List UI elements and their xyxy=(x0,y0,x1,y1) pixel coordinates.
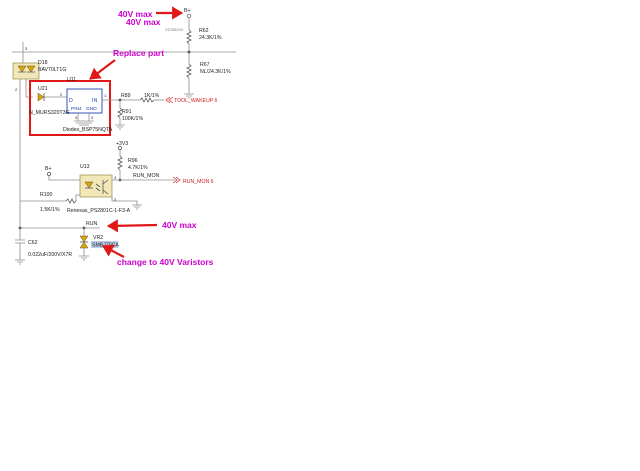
u13-body xyxy=(79,174,113,198)
u13-ground xyxy=(111,197,142,210)
arrow-vmax-run xyxy=(106,219,158,233)
replace-part-highlight-box xyxy=(29,80,111,136)
resistor-r96 xyxy=(117,155,123,171)
run-mon-port: RUN_MON 6 xyxy=(183,179,214,185)
v3v3-node: +3V3 xyxy=(116,141,128,150)
u21-pin2: 2 xyxy=(60,92,63,97)
u11-ground xyxy=(74,120,94,126)
d18-pin2: 2 xyxy=(15,87,18,92)
d18-ref: D18 xyxy=(38,60,48,66)
u13-part: Renesas_PS2801C-1-F3-A xyxy=(67,208,131,214)
d18-diode-b-icon xyxy=(26,65,36,73)
r62-ref: R62 xyxy=(199,28,209,34)
r67-ref: R67 xyxy=(200,62,210,68)
annotation-replace-part: Replace part xyxy=(113,48,164,58)
r62-pin-note: 23783249 xyxy=(165,27,184,32)
arrow-change-varistors xyxy=(102,244,125,258)
r100-ref: R100 xyxy=(40,192,53,198)
r96-ref: R96 xyxy=(128,158,138,164)
resistor-r89 xyxy=(139,97,155,103)
ground-vr2 xyxy=(79,248,89,261)
annotation-vmax-top-2: 40V max xyxy=(126,17,161,27)
u11-bottom-pins xyxy=(77,113,90,121)
bplus-top-label: B+ xyxy=(184,8,191,14)
u13-pin3: 3 xyxy=(114,197,117,202)
d18-part: BAV70LT1G xyxy=(38,67,66,73)
annotation-change-varistors: change to 40V Varistors xyxy=(117,257,214,267)
resistor-r62 xyxy=(186,29,192,45)
resistor-r67 xyxy=(186,63,192,79)
run-mon-port-icon xyxy=(172,176,181,184)
u11-part: Diodes_BSP75NQTA xyxy=(63,127,113,133)
r96-value: 4.7K/1% xyxy=(128,165,148,171)
d18-pin3: 3 xyxy=(25,46,28,51)
u13-light-icon xyxy=(95,183,101,192)
tool-wakeup-port: TOOL_WAKEUP 6 xyxy=(174,98,218,104)
wire-r100-u13 xyxy=(75,194,80,201)
u11-num-3: 3 xyxy=(91,115,94,120)
ground-r67 xyxy=(184,78,194,99)
r89-value: 1K/1% xyxy=(144,93,160,99)
vr2-part-selection xyxy=(91,241,118,248)
v3v3-label: +3V3 xyxy=(116,141,128,147)
run-net-label: RUN xyxy=(86,221,97,227)
u11-body xyxy=(66,88,103,114)
bplus-left-label: B+ xyxy=(45,166,52,172)
annotation-vmax-run: 40V max xyxy=(162,220,197,230)
r91-value: 100K/1% xyxy=(122,116,143,122)
wire-bplus-u13 xyxy=(48,176,80,181)
u11-ref: U11 xyxy=(67,77,76,83)
u13-pin4: 4 xyxy=(114,175,117,180)
tool-wakeup-port-icon xyxy=(165,96,174,104)
u21-part: N_MURS320T3G xyxy=(29,110,70,116)
u11-pin-gnd: GND xyxy=(86,106,97,112)
arrow-replace-part xyxy=(89,59,116,80)
u13-transistor-icon xyxy=(102,179,109,195)
junction-divider xyxy=(187,50,191,54)
ground-r91 xyxy=(115,118,125,130)
c62-value: 0.022uF/200V/X7R xyxy=(28,252,72,258)
u11-num-4: 4 xyxy=(75,115,78,120)
r100-value: 1.5K/1% xyxy=(40,207,60,213)
resistor-r91 xyxy=(117,107,123,119)
u13-led-icon xyxy=(84,181,94,189)
r67-value: NL/24.3K/1% xyxy=(200,69,231,75)
u11-pin-in: IN xyxy=(92,98,97,104)
r91-ref: R91 xyxy=(122,109,132,115)
u13-ref: U13 xyxy=(80,164,90,170)
u21-ref: U21 xyxy=(38,86,48,92)
ground-c62 xyxy=(15,252,25,265)
resistor-r100 xyxy=(65,198,77,204)
bplus-left-node: B+ xyxy=(45,166,52,176)
vr2-ref: VR2 xyxy=(93,235,103,241)
r62-value: 24.3K/1% xyxy=(199,35,222,41)
r89-ref: R89 xyxy=(121,93,131,99)
run-mon-net: RUN_MON xyxy=(133,173,159,179)
d18-body xyxy=(12,62,40,80)
u11-num-1: 1 xyxy=(104,93,107,98)
bplus-top-node: B+ xyxy=(184,8,192,19)
u21-diode-icon xyxy=(37,92,45,102)
u11-pin-d: D xyxy=(69,98,73,104)
d18-diode-a-icon xyxy=(17,65,27,73)
c62-ref: C62 xyxy=(28,240,38,246)
wire-d18-pins xyxy=(19,52,27,92)
annotation-vmax-top-1: 40V max xyxy=(118,9,153,19)
capacitor-c62 xyxy=(15,228,25,252)
u11-pin-pin4: PIN4 xyxy=(71,106,82,112)
